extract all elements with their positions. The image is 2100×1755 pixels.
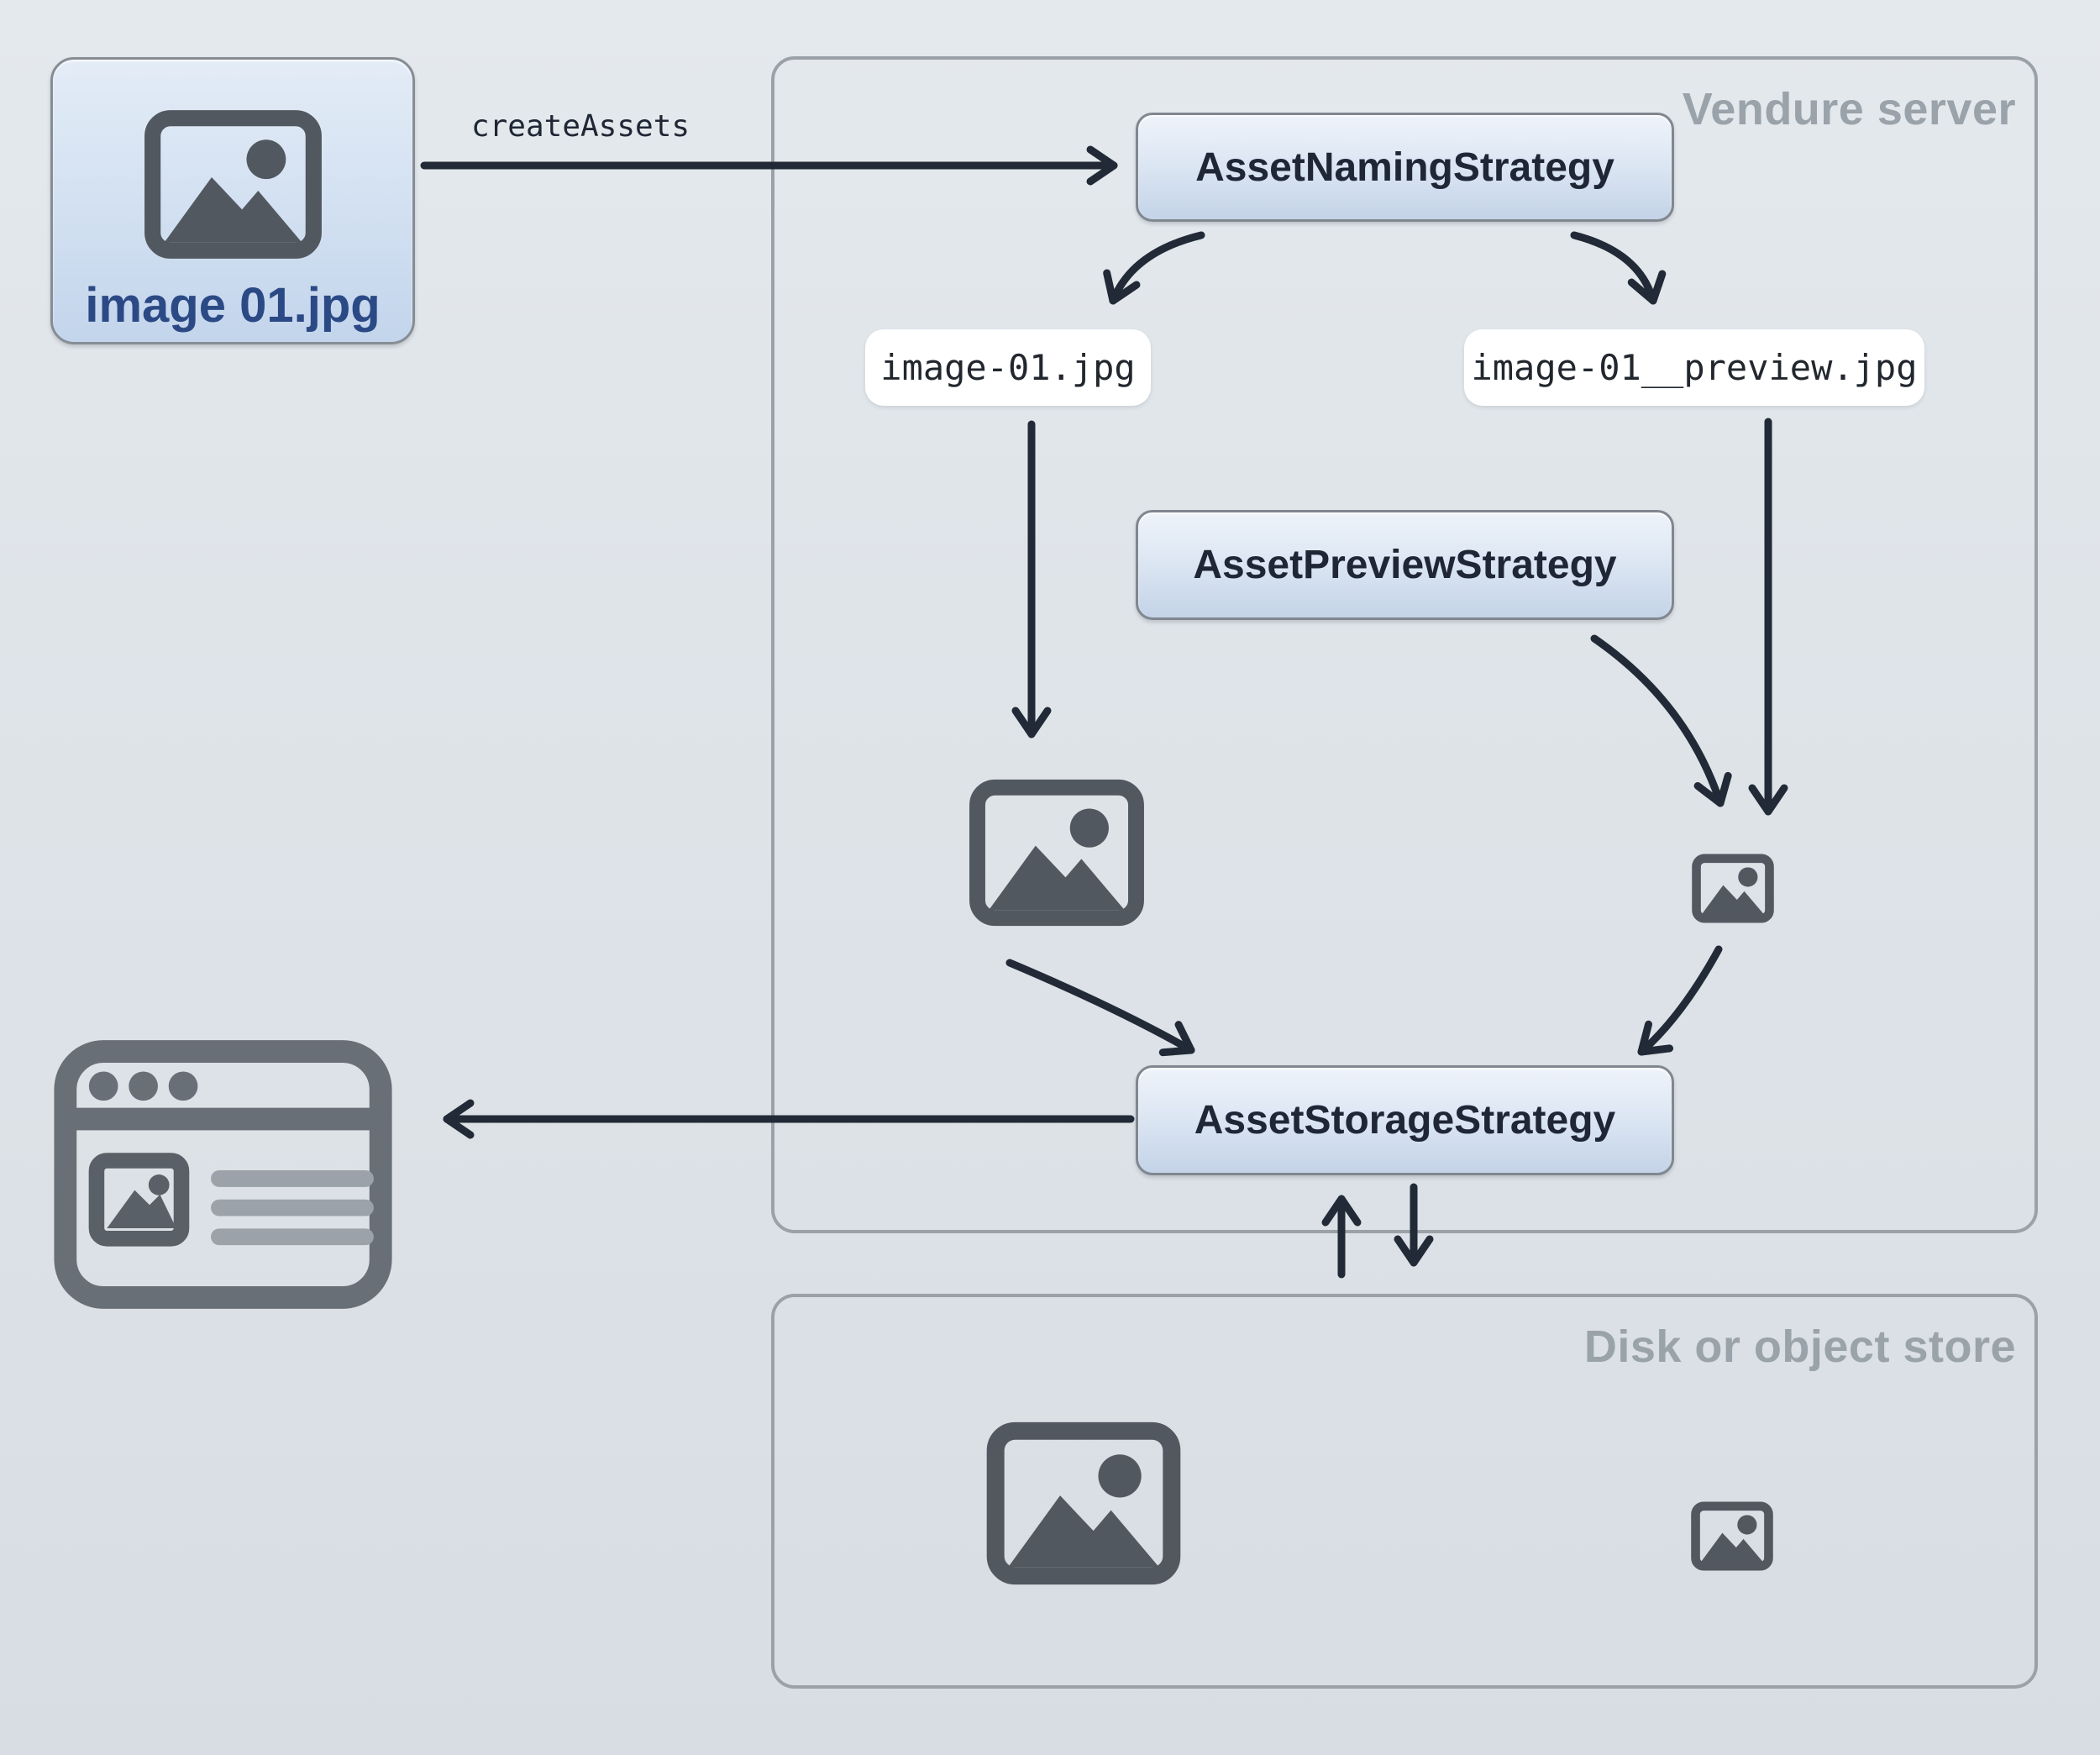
source-filename: image-01.jpg [880, 347, 1136, 388]
image-icon [969, 779, 1144, 927]
vendure-server-container: Vendure server [771, 56, 2038, 1233]
image-icon [144, 110, 322, 259]
asset-naming-strategy-label: AssetNamingStrategy [1195, 144, 1614, 190]
vendure-server-title: Vendure server [1682, 84, 2016, 134]
asset-storage-strategy-box: AssetStorageStrategy [1136, 1065, 1674, 1175]
asset-naming-strategy-box: AssetNamingStrategy [1136, 113, 1674, 222]
preview-filename-pill: image-01__preview.jpg [1464, 329, 1924, 406]
source-filename-pill: image-01.jpg [865, 329, 1151, 406]
image-icon [986, 1421, 1181, 1585]
browser-window-icon [54, 1040, 392, 1309]
create-assets-label: createAssets [470, 109, 690, 144]
uploaded-file-name: image 01.jpg [85, 278, 381, 333]
image-thumbnail-icon [1691, 1501, 1773, 1571]
disk-store-title: Disk or object store [1583, 1322, 2016, 1372]
preview-filename: image-01__preview.jpg [1471, 347, 1918, 388]
uploaded-file-box: image 01.jpg [50, 57, 415, 344]
disk-store-container: Disk or object store [771, 1294, 2038, 1689]
asset-preview-strategy-label: AssetPreviewStrategy [1193, 543, 1617, 587]
asset-storage-strategy-label: AssetStorageStrategy [1194, 1098, 1616, 1143]
asset-preview-strategy-box: AssetPreviewStrategy [1136, 510, 1674, 620]
image-thumbnail-icon [1692, 854, 1774, 923]
